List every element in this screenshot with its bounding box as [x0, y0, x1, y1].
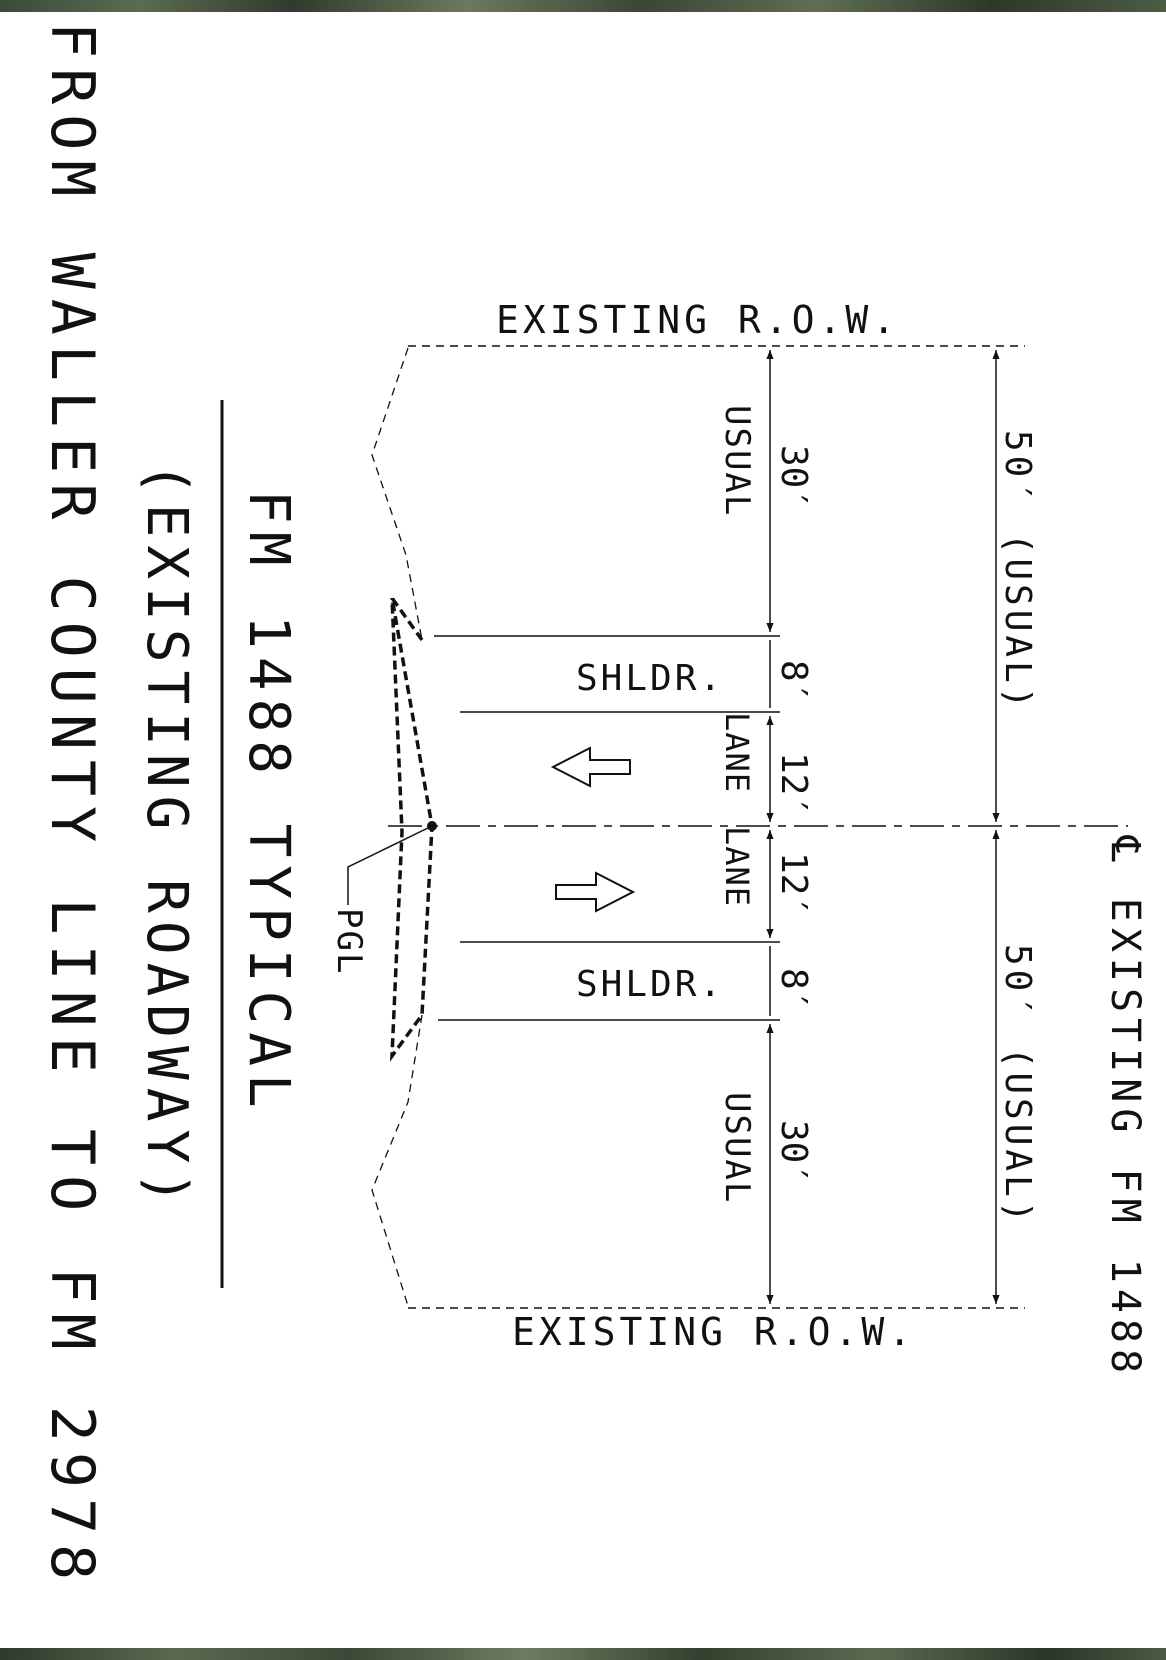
border-bottom-note: USUAL: [717, 1092, 757, 1204]
shoulder-top-label: SHLDR.: [576, 658, 724, 699]
ground-profile-bottom: [371, 1014, 423, 1307]
row-label-top: EXISTING R.O.W.: [496, 298, 899, 342]
overall-bottom-label: 50′ (USUAL): [997, 944, 1038, 1226]
border-top-note: USUAL: [717, 405, 757, 517]
ground-profile-top: [371, 347, 423, 641]
direction-arrow-left-icon: [550, 746, 631, 788]
lane-top-value: 12′: [773, 752, 814, 817]
lane-bottom-label: LANE: [718, 826, 756, 907]
lane-bottom-value: 12′: [773, 852, 814, 917]
title-line-1: FM 1488 TYPICAL: [236, 490, 301, 1116]
pgl-label: PGL: [329, 908, 369, 975]
border-top-value: 30′: [773, 445, 814, 510]
lane-top-label: LANE: [718, 712, 756, 793]
direction-arrow-right-icon: [555, 871, 636, 913]
pavement-section: [389, 596, 434, 1062]
title-line-3: FROM WALLER COUNTY LINE TO FM 2978: [37, 22, 107, 1590]
shoulder-bottom-value: 8′: [773, 968, 814, 1011]
shoulder-bottom-label: SHLDR.: [576, 964, 724, 1005]
border-bottom-value: 30′: [773, 1120, 814, 1185]
top-border-strip: [0, 0, 1166, 12]
centerline-label: ℄ EXISTING FM 1488: [1102, 835, 1148, 1379]
overall-top-label: 50′ (USUAL): [997, 430, 1038, 712]
pgl-leader: [347, 825, 433, 905]
title-line-2: (EXISTING ROADWAY): [134, 462, 199, 1213]
bottom-border-strip: [0, 1648, 1166, 1660]
row-label-bottom: EXISTING R.O.W.: [512, 1310, 915, 1354]
shoulder-top-value: 8′: [773, 660, 814, 703]
